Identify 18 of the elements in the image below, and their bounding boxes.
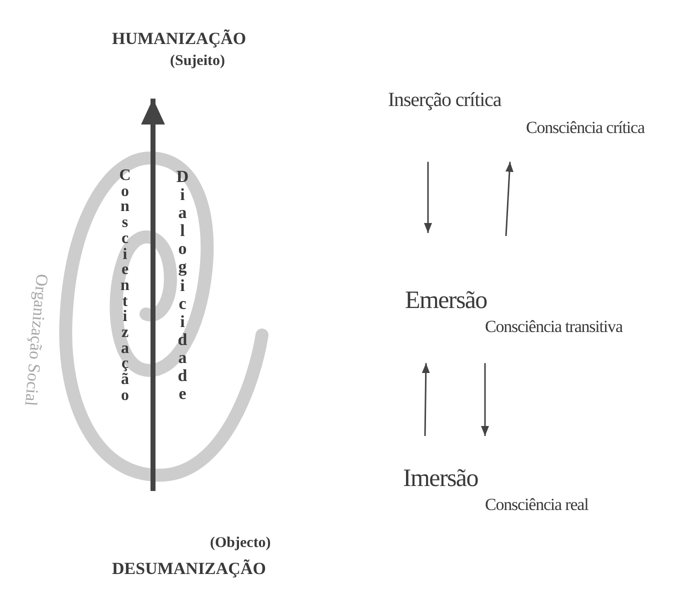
arrow (141, 98, 165, 491)
stage-heading: Emersão (405, 288, 487, 314)
arrow (422, 363, 430, 436)
stage-subtitle: DESUMANIZAÇÃO (112, 560, 266, 578)
stage-heading: Inserção crítica (388, 90, 502, 111)
arrow (424, 162, 432, 233)
stage-heading: HUMANIZAÇÃO (112, 30, 246, 48)
arrow (505, 162, 514, 236)
stage-subtitle: (Sujeito) (170, 54, 225, 70)
vertical-label: Dialogicidade (175, 168, 198, 404)
stage-heading: (Objecto) (210, 536, 271, 552)
stage-subtitle: Consciência real (485, 496, 588, 514)
rotated-label: Organização Social (20, 273, 52, 407)
arrow (481, 363, 489, 436)
stage-subtitle: Consciência crítica (526, 119, 644, 137)
vertical-label: Conscientização (118, 168, 140, 404)
stage-heading: Imersão (403, 466, 478, 492)
stage-subtitle: Consciência transitiva (485, 318, 622, 336)
